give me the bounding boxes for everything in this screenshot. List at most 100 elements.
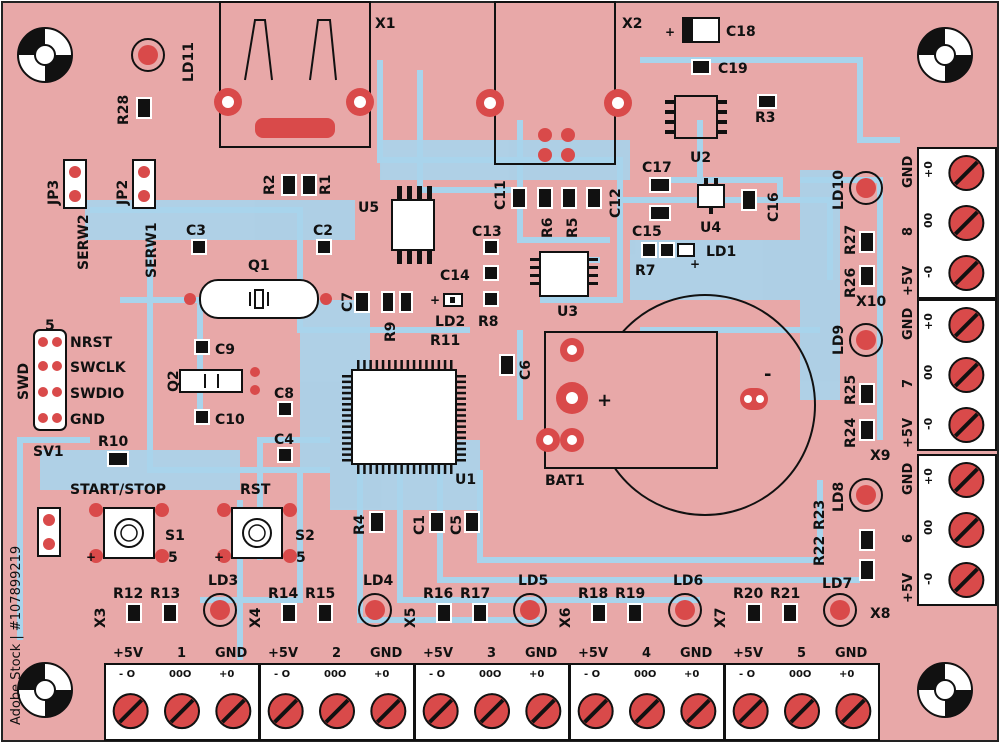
ld10-label: LD10 — [831, 170, 847, 210]
terminal-mark: 00 — [922, 364, 935, 380]
resistor-label: R18 — [578, 586, 608, 602]
ld2-label: LD2 — [435, 314, 465, 330]
x2-label: X2 — [622, 16, 643, 32]
led-ld2 — [443, 293, 463, 307]
ld9-label: LD9 — [831, 325, 847, 355]
u4-label: U4 — [700, 220, 721, 236]
plus-mark: + — [665, 25, 675, 39]
capacitor-c17-a — [649, 177, 671, 193]
terminal-mark: +0 — [219, 669, 234, 680]
u2-label: U2 — [690, 150, 711, 166]
terminal-mark: +0 — [922, 313, 935, 330]
resistor — [162, 603, 178, 623]
led-pad — [365, 600, 385, 620]
battery-bat1 — [536, 294, 816, 516]
led — [668, 593, 702, 627]
channel-number: 5 — [797, 646, 806, 661]
capacitor-c1 — [429, 511, 445, 533]
gnd-label: GND — [901, 155, 916, 188]
mounting-holes — [17, 27, 973, 718]
r4-label: R4 — [352, 514, 368, 535]
terminal-mark: -0 — [922, 265, 935, 278]
terminal-mark: -0 — [922, 417, 935, 430]
jp3-label: JP3 — [46, 180, 62, 206]
resistor-r25 — [859, 383, 875, 405]
led-pad — [520, 600, 540, 620]
pin-gnd: GND — [70, 412, 105, 428]
channel-number: 2 — [332, 646, 341, 661]
connector-x1 — [214, 1, 374, 148]
bat1-label: BAT1 — [545, 473, 585, 489]
x1-label: X1 — [375, 16, 396, 32]
resistor-r10 — [107, 451, 129, 467]
led-ld10 — [849, 171, 883, 205]
led-pad — [210, 600, 230, 620]
gnd-label: GND — [901, 307, 916, 340]
capacitor-c2 — [316, 239, 332, 255]
terminal-mark: +0 — [922, 468, 935, 485]
gnd-label: GND — [525, 646, 558, 661]
resistor — [627, 603, 643, 623]
r28-label: R28 — [116, 95, 132, 125]
c19-label: C19 — [718, 61, 748, 77]
x9-label: X9 — [870, 448, 891, 464]
r7-label: R7 — [635, 263, 656, 279]
terminal-mark: 00O — [324, 669, 346, 680]
c17-label: C17 — [642, 160, 672, 176]
resistor-r27 — [859, 231, 875, 253]
s2-pin5: 5 — [296, 550, 306, 566]
connector-label: X5 — [403, 607, 419, 628]
terminal-mark: 00O — [789, 669, 811, 680]
sv1-label: SV1 — [33, 444, 64, 460]
ld11-label: LD11 — [181, 42, 197, 82]
r25-label: R25 — [843, 375, 859, 405]
pin-swdio: SWDIO — [70, 386, 124, 402]
terminal-mark: +0 — [529, 669, 544, 680]
channel-number: 4 — [642, 646, 651, 661]
capacitor-c17-b — [649, 205, 671, 221]
terminal-mark: 00 — [922, 212, 935, 228]
r9-label: R9 — [383, 321, 399, 342]
terminal-mark: 00O — [634, 669, 656, 680]
gnd-label: GND — [680, 646, 713, 661]
capacitor-c5 — [464, 511, 480, 533]
r26-label: R26 — [843, 268, 859, 298]
terminal-mark: -0 — [922, 572, 935, 585]
resistor — [281, 603, 297, 623]
gnd-label: GND — [215, 646, 248, 661]
jumper-jp2 — [132, 159, 156, 209]
s2-plus: + — [214, 550, 224, 564]
resistor-label: R20 — [733, 586, 764, 602]
jumper-jp3 — [63, 159, 87, 209]
smd-row-top — [511, 187, 602, 209]
c16-label: C16 — [766, 192, 782, 222]
resistor — [317, 603, 333, 623]
led-ld9 — [849, 323, 883, 357]
c5-label: C5 — [449, 515, 465, 535]
u3-label: U3 — [557, 304, 578, 320]
chip-u2 — [665, 95, 727, 139]
serw1-label: SERW1 — [144, 222, 160, 278]
led-label: LD3 — [208, 573, 238, 589]
terminal-mark: - O — [274, 669, 290, 680]
terminal-mark: - O — [119, 669, 135, 680]
capacitor-c13 — [483, 239, 499, 255]
resistor-r9-a — [381, 291, 395, 313]
resistor — [746, 603, 762, 623]
rst-label: RST — [240, 482, 271, 498]
terminal-mark: - O — [739, 669, 755, 680]
capacitor-c15 — [641, 242, 657, 258]
ld2-plus: + — [430, 293, 440, 307]
resistor-r26 — [859, 265, 875, 287]
capacitor-c3 — [191, 239, 207, 255]
c13-label: C13 — [472, 224, 502, 240]
r22-label: R22 — [812, 536, 828, 566]
c2-label: C2 — [313, 223, 333, 239]
